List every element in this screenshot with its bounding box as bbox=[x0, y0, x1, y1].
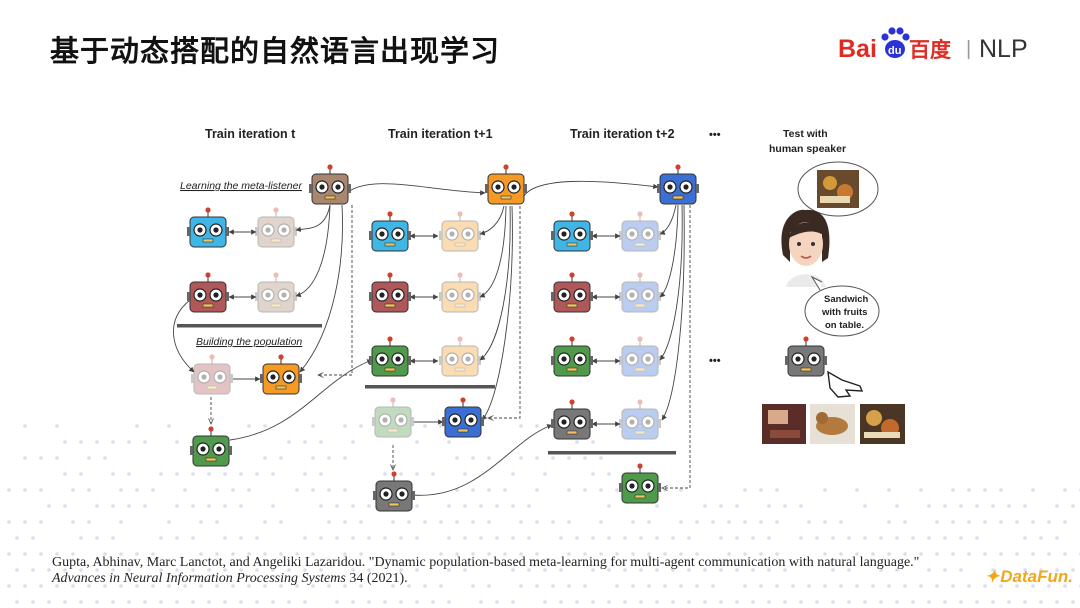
robot-listener-t2-2 bbox=[619, 272, 661, 312]
pointing-hand-icon bbox=[828, 372, 862, 397]
separator-bar-t2 bbox=[548, 451, 676, 455]
speech-line-2: with fruits bbox=[821, 307, 867, 318]
robot-speaker-t-2 bbox=[187, 272, 229, 312]
robot-listener-t2-3 bbox=[619, 336, 661, 376]
datafun-logo-text: DataFun. bbox=[1000, 567, 1073, 586]
robot-listener-t1-3 bbox=[439, 336, 481, 376]
citation-authors: Gupta, Abhinav, Marc Lanctot, and Angeli… bbox=[52, 555, 919, 570]
separator-bar-t1 bbox=[365, 385, 495, 389]
robot-speaker-t-1 bbox=[187, 207, 229, 247]
robot-test-listener bbox=[785, 336, 827, 376]
test-label-line2: human speaker bbox=[769, 143, 846, 155]
robot-speaker-t2-2 bbox=[551, 272, 593, 312]
robot-listener-t-1 bbox=[255, 207, 297, 247]
ellipsis-top: ••• bbox=[709, 129, 721, 141]
test-label-line1: Test with bbox=[783, 128, 828, 140]
robot-listener-t1-2 bbox=[439, 272, 481, 312]
robot-speaker-t2-4 bbox=[551, 399, 593, 439]
robot-old-speaker-t bbox=[191, 354, 233, 394]
robot-new-listener-t bbox=[260, 354, 302, 394]
column-label-iteration-t2: Train iteration t+2 bbox=[570, 127, 675, 141]
citation-tail: 34 (2021). bbox=[349, 571, 407, 586]
test-image-options bbox=[762, 404, 905, 444]
column-label-iteration-t1: Train iteration t+1 bbox=[388, 127, 493, 141]
section-label-population: Building the population bbox=[196, 336, 302, 348]
robot-meta-listener-t bbox=[309, 164, 351, 204]
section-label-meta-listener: Learning the meta-listener bbox=[180, 180, 302, 192]
robot-listener-t2-4 bbox=[619, 399, 661, 439]
robot-speaker-t2-1 bbox=[551, 211, 593, 251]
separator-bar-t bbox=[177, 324, 322, 328]
citation: Gupta, Abhinav, Marc Lanctot, and Angeli… bbox=[52, 555, 972, 587]
ellipsis-middle: ••• bbox=[709, 355, 721, 367]
datafun-logo: ✦DataFun. bbox=[985, 567, 1073, 587]
robot-meta-listener-t2 bbox=[657, 164, 699, 204]
robot-new-listener-t2 bbox=[619, 463, 661, 503]
test-image-room bbox=[762, 404, 806, 444]
citation-venue: Advances in Neural Information Processin… bbox=[52, 571, 346, 586]
test-image-sandwich bbox=[860, 404, 905, 444]
robot-speaker-t1-3 bbox=[369, 336, 411, 376]
robot-meta-listener-t1 bbox=[485, 164, 527, 204]
human-speaker-avatar bbox=[781, 210, 829, 287]
population-meta-learning-diagram: Train iteration t Train iteration t+1 Tr… bbox=[0, 0, 1080, 540]
robot-speaker-t2-3 bbox=[551, 336, 593, 376]
star-icon: ✦ bbox=[985, 567, 999, 586]
test-image-dog bbox=[810, 404, 855, 444]
robot-new-speaker-t bbox=[190, 426, 232, 466]
robot-old-speaker-t1 bbox=[372, 397, 414, 437]
robot-speaker-t1-2 bbox=[369, 272, 411, 312]
speech-line-1: Sandwich bbox=[824, 294, 869, 305]
robot-new-speaker-t1 bbox=[373, 471, 415, 511]
robot-listener-t1-1 bbox=[439, 211, 481, 251]
robot-new-listener-t1 bbox=[442, 397, 484, 437]
speech-line-3: on table. bbox=[825, 320, 864, 331]
column-label-iteration-t: Train iteration t bbox=[205, 127, 296, 141]
robot-speaker-t1-1 bbox=[369, 211, 411, 251]
robot-listener-t-2 bbox=[255, 272, 297, 312]
robot-listener-t2-1 bbox=[619, 211, 661, 251]
